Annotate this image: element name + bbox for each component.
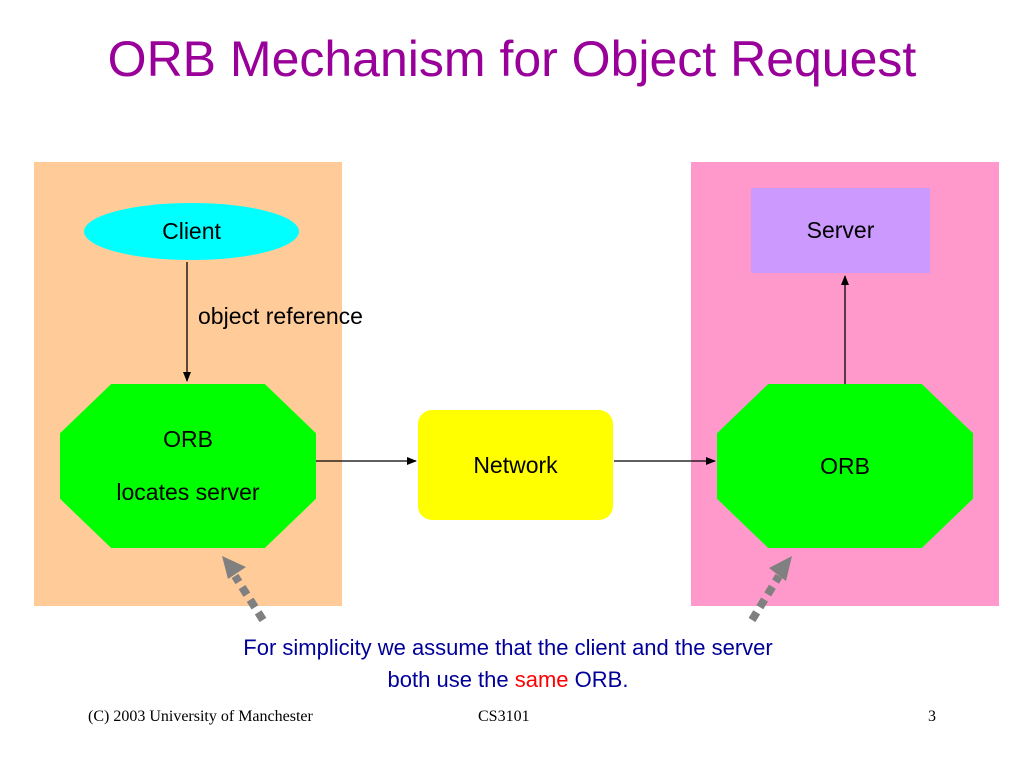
server-node: Server (751, 188, 930, 273)
client-orb-node: ORB locates server (60, 384, 316, 548)
server-orb-node: ORB (717, 384, 973, 548)
footer-page-number: 3 (928, 708, 936, 725)
note-line-2-start: both use the (387, 667, 515, 692)
slide-title: ORB Mechanism for Object Request (107, 31, 917, 87)
object-reference-label: object reference (198, 303, 363, 329)
network-node: Network (418, 410, 613, 520)
left-dashed-pointer (222, 556, 267, 623)
right-dashed-pointer (748, 556, 792, 623)
footer-course-code: CS3101 (478, 708, 530, 725)
note-line-1: For simplicity we assume that the client… (243, 635, 773, 660)
note-line-2: both use the same ORB. (0, 664, 1016, 696)
network-label: Network (473, 451, 558, 478)
simplicity-note: For simplicity we assume that the client… (0, 632, 1016, 696)
note-highlight-word: same (514, 667, 569, 692)
server-orb-label: ORB (820, 452, 870, 479)
client-orb-subtitle: locates server (116, 479, 260, 505)
client-node: Client (84, 203, 299, 260)
client-label: Client (162, 218, 221, 244)
client-orb-title: ORB (163, 426, 213, 452)
note-line-2-end: ORB. (568, 667, 629, 692)
server-label: Server (806, 217, 875, 243)
footer-copyright: (C) 2003 University of Manchester (88, 708, 313, 725)
